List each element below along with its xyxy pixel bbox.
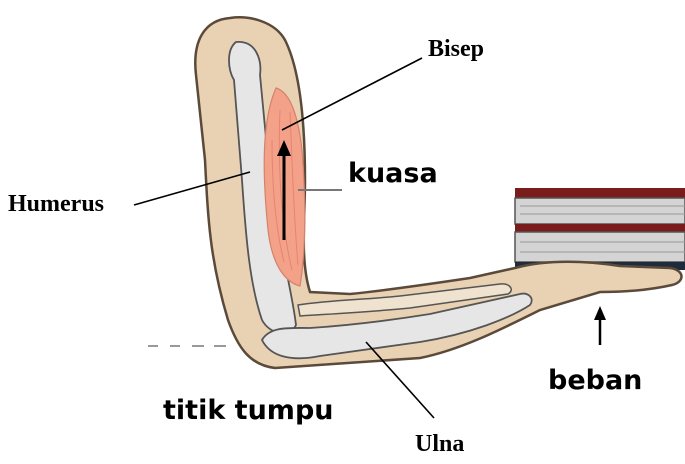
book-1 [515,198,685,224]
label-beban: beban [548,365,642,396]
books-load [515,188,685,270]
label-ulna: Ulna [415,431,464,457]
label-titik-tumpu: titik tumpu [163,395,334,426]
label-humerus: Humerus [8,191,104,217]
book-top-cover [515,188,685,198]
bisep-leader-line [282,58,422,130]
book-middle-cover [515,224,685,232]
book-2 [515,232,685,262]
label-kuasa: kuasa [348,158,438,189]
label-bisep: Bisep [428,36,484,62]
load-arrow-icon [594,306,606,345]
